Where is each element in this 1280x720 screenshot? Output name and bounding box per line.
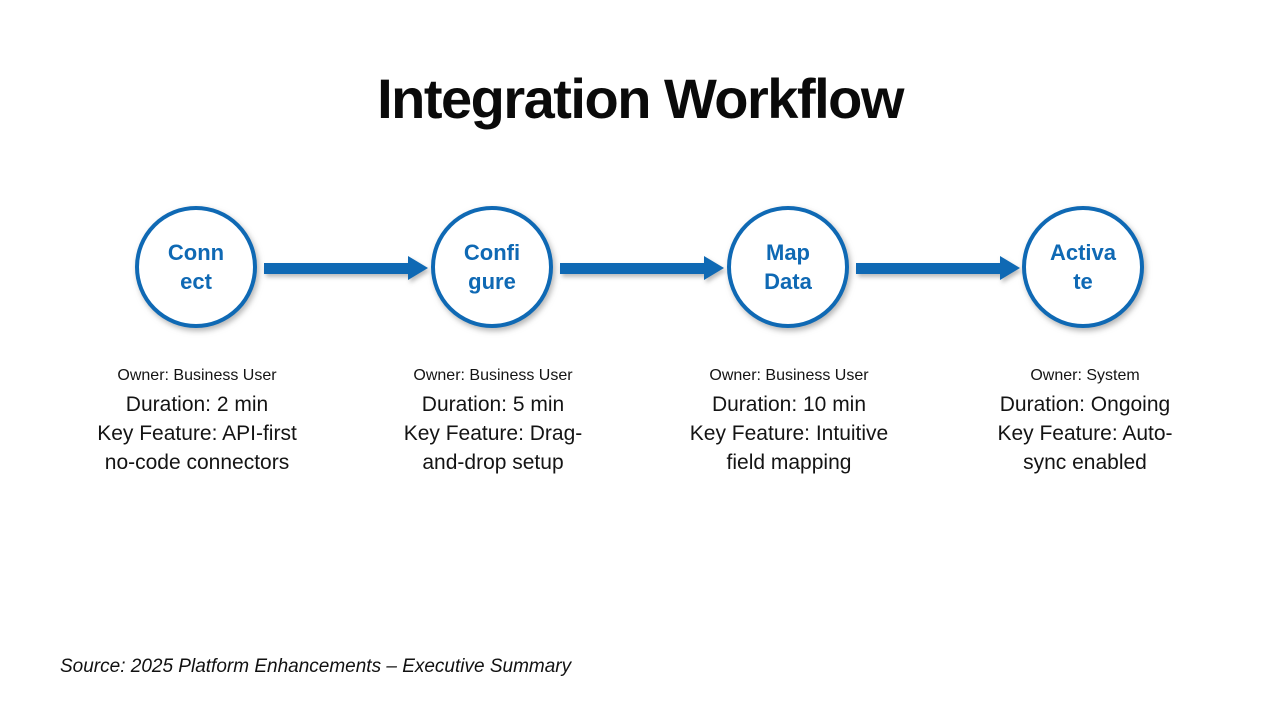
step-label-line: Data	[764, 269, 812, 294]
step-label-line: te	[1073, 269, 1093, 294]
step-details-connect: Owner: Business User Duration: 2 min Key…	[67, 365, 327, 477]
step-owner: Owner: Business User	[117, 367, 277, 384]
step-duration: Duration: 2 min	[125, 393, 269, 416]
step-label-line: Conn	[167, 240, 225, 265]
step-owner: Owner: Business User	[709, 367, 869, 384]
step-label-line: Confi	[463, 240, 521, 265]
step-owner: Owner: Business User	[413, 367, 573, 384]
step-label-line: gure	[468, 269, 516, 294]
step-feature-line: field mapping	[726, 451, 852, 474]
step-owner: Owner: System	[1030, 367, 1140, 384]
step-feature-line: no-code connectors	[104, 451, 290, 474]
step-details-configure: Owner: Business User Duration: 5 min Key…	[363, 365, 623, 477]
flow-arrow-icon	[264, 256, 428, 280]
workflow-step-activate: Activa te	[1022, 206, 1144, 328]
flow-arrow-icon	[560, 256, 724, 280]
step-duration: Duration: 10 min	[711, 393, 867, 416]
step-details-map-data: Owner: Business User Duration: 10 min Ke…	[659, 365, 919, 477]
step-duration: Duration: 5 min	[421, 393, 565, 416]
step-label-line: ect	[180, 269, 212, 294]
step-label-line: Map	[766, 240, 810, 265]
slide-title: Integration Workflow	[377, 67, 904, 130]
source-caption: Source: 2025 Platform Enhancements – Exe…	[60, 656, 572, 677]
step-feature-line: sync enabled	[1023, 451, 1147, 474]
workflow-step-configure: Confi gure	[431, 206, 553, 328]
step-feature-line: Key Feature: Intuitive	[689, 422, 889, 445]
step-feature-line: Key Feature: Auto-	[997, 422, 1173, 445]
flow-arrow-icon	[856, 256, 1020, 280]
workflow-step-connect: Conn ect	[135, 206, 257, 328]
step-feature-line: Key Feature: API-first	[97, 422, 297, 445]
step-feature-line: Key Feature: Drag-	[403, 422, 583, 445]
step-duration: Duration: Ongoing	[999, 393, 1171, 416]
step-label-line: Activa	[1049, 240, 1117, 265]
workflow-step-map-data: Map Data	[727, 206, 849, 328]
step-feature-line: and-drop setup	[422, 451, 564, 474]
step-details-activate: Owner: System Duration: Ongoing Key Feat…	[955, 365, 1215, 477]
